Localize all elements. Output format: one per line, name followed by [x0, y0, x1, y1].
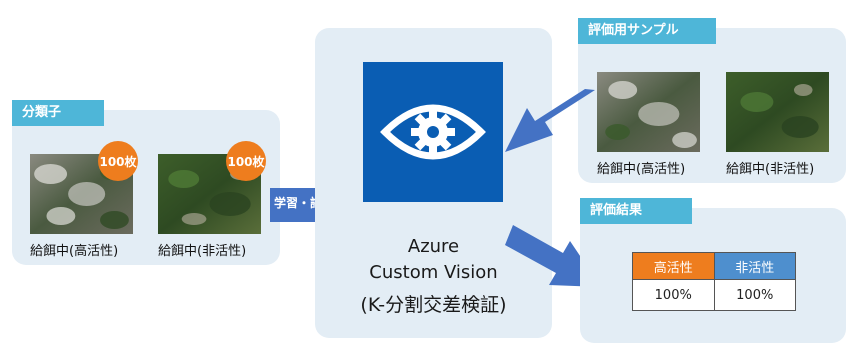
- header-high-activity: 高活性: [632, 252, 715, 280]
- sample-label-high: 給餌中(高活性): [30, 244, 119, 259]
- value-low-activity: 100%: [713, 279, 796, 311]
- eval-input-arrow: [505, 89, 595, 152]
- result-output-arrow: [505, 225, 601, 287]
- classifier-title: 分類子: [12, 100, 104, 126]
- value-high-activity: 100%: [632, 279, 715, 311]
- results-table: 高活性 非活性 100% 100%: [632, 252, 796, 311]
- results-title: 評価結果: [580, 198, 692, 224]
- count-badge-low: 100枚: [226, 141, 266, 181]
- service-name-line2: Custom Vision: [369, 262, 498, 283]
- header-low-activity: 非活性: [713, 252, 796, 280]
- eval-image-low-activity: [726, 72, 829, 152]
- eval-label-high: 給餌中(高活性): [597, 162, 686, 177]
- sample-label-low: 給餌中(非活性): [158, 244, 247, 259]
- eval-image-high-activity: [597, 72, 700, 152]
- azure-logo-tile: [363, 62, 503, 202]
- eval-samples-title: 評価用サンプル: [578, 18, 716, 44]
- eye-gear-icon: [380, 104, 486, 160]
- eval-label-low: 給餌中(非活性): [726, 162, 815, 177]
- service-name-line1: Azure: [407, 236, 460, 257]
- service-method: (K-分割交差検証): [360, 294, 507, 316]
- count-badge-high: 100枚: [98, 141, 138, 181]
